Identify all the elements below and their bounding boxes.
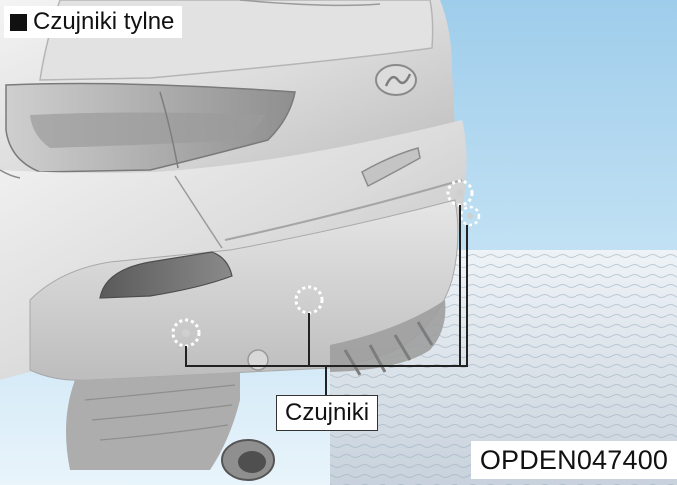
tailgate-handle — [361, 147, 421, 188]
sensor-marker-icon — [459, 205, 481, 227]
lower-panel — [66, 372, 240, 470]
figure-code: OPDEN047400 — [471, 441, 677, 479]
leader-lines — [185, 205, 468, 395]
brand-emblem-icon — [375, 64, 417, 96]
diffuser — [330, 300, 446, 372]
diagram-title: Czujniki tylne — [4, 6, 183, 38]
diagram-title-text: Czujniki tylne — [33, 8, 175, 35]
sensor-callout-label: Czujniki — [276, 395, 379, 431]
title-bullet-icon — [10, 13, 27, 31]
rear-reflector — [99, 251, 233, 299]
